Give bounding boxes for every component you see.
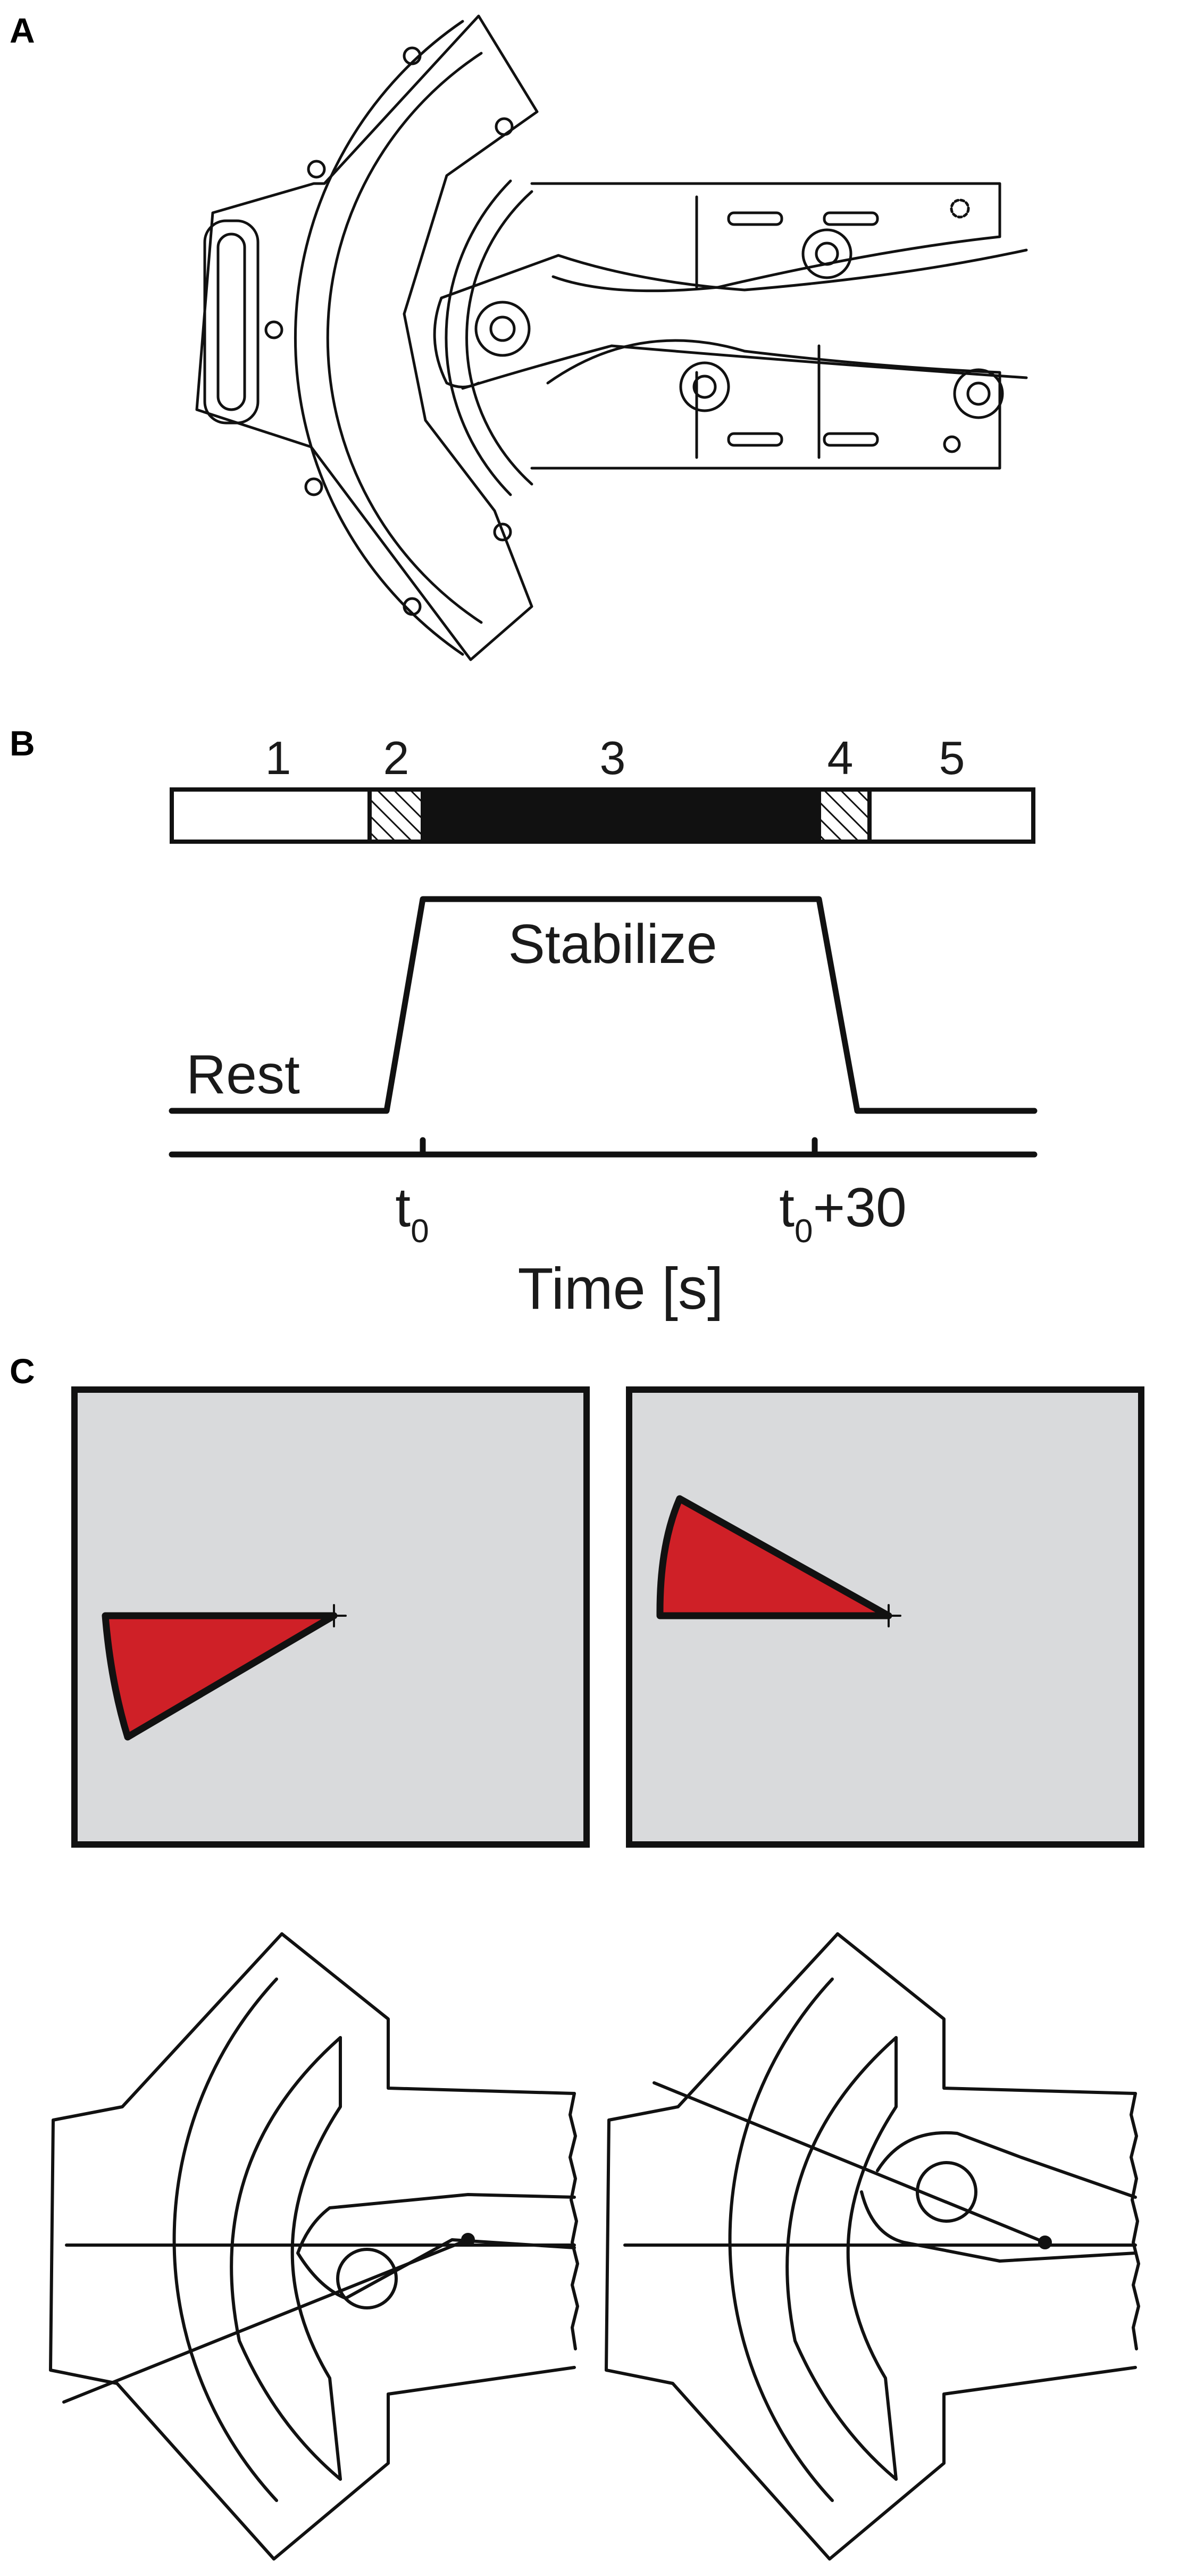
sketch-right-pointer-line bbox=[653, 2081, 1047, 2244]
time-axis-title: Time [s] bbox=[517, 1256, 723, 1322]
sketch-right-frame bbox=[605, 1932, 1137, 2561]
plate-slots bbox=[695, 195, 879, 459]
panel-c-letter: C bbox=[10, 1351, 35, 1391]
arc-screw bbox=[493, 522, 512, 542]
arc-screw bbox=[495, 117, 514, 136]
time-axis: t0 t0+30 Time [s] bbox=[169, 1137, 1038, 1322]
arc-screw bbox=[403, 597, 422, 616]
sketch-right-hand bbox=[860, 2131, 1137, 2263]
arc-band-inner bbox=[445, 179, 512, 496]
phase-bar: 1 2 3 4 5 bbox=[170, 732, 1035, 844]
sketch-left-pointer-line bbox=[62, 2238, 470, 2404]
sketch-left-frame-top bbox=[280, 1932, 576, 2095]
arc-band-inner2 bbox=[465, 190, 533, 486]
arc-screw bbox=[403, 46, 422, 65]
task-trace: Rest Stabilize bbox=[169, 896, 1038, 1114]
target-wedge-right bbox=[656, 1495, 892, 1619]
manipulandum-sketch-right bbox=[605, 1932, 1140, 2561]
arc-band-outer bbox=[294, 20, 464, 656]
outer-arc-frame bbox=[195, 14, 539, 661]
arc-band-mid bbox=[326, 52, 483, 624]
arc-screw bbox=[264, 320, 283, 339]
segment-5 bbox=[867, 787, 1035, 844]
sketch-right-inner-arc bbox=[785, 2036, 898, 2481]
manipulandum-sketch-left bbox=[49, 1932, 579, 2561]
arc-screw bbox=[304, 477, 323, 496]
sketch-right-knob bbox=[916, 2161, 977, 2223]
segment-1-label: 1 bbox=[265, 732, 291, 784]
sketch-left-pivot bbox=[461, 2233, 475, 2247]
sketch-right-pivot bbox=[1038, 2236, 1052, 2249]
tick-label-t0: t0 bbox=[395, 1177, 429, 1250]
hand-outline-lower bbox=[461, 344, 1028, 390]
target-wedge-left bbox=[102, 1612, 338, 1741]
stabilize-label: Stabilize bbox=[508, 913, 717, 975]
screen-right bbox=[626, 1386, 1144, 1848]
crosshair-right bbox=[877, 1604, 901, 1627]
knobs bbox=[474, 198, 1004, 453]
crosshair-left bbox=[322, 1604, 347, 1627]
sketch-right-cut-edge bbox=[1130, 2092, 1140, 2350]
sketch-left-knob bbox=[336, 2248, 398, 2309]
sketch-right-frame-top bbox=[836, 1932, 1137, 2095]
panel-a-letter: A bbox=[10, 11, 35, 50]
rest-label: Rest bbox=[186, 1044, 300, 1106]
sketch-left-cut-edge bbox=[568, 2092, 579, 2350]
handle-slot-inner bbox=[216, 232, 246, 411]
segment-2 bbox=[367, 787, 425, 844]
handle-slot bbox=[203, 219, 260, 425]
segment-4 bbox=[817, 787, 872, 844]
segment-3 bbox=[421, 787, 821, 844]
segment-3-label: 3 bbox=[600, 732, 626, 784]
sketch-right-arc-edge bbox=[846, 2036, 898, 2481]
segment-4-label: 4 bbox=[827, 732, 854, 784]
sketch-left-inner-arc bbox=[230, 2036, 342, 2481]
arc-screw bbox=[307, 160, 326, 179]
screen-left bbox=[71, 1386, 590, 1848]
lower-arm-plate bbox=[530, 339, 1001, 470]
panel-a-manipulandum-drawing bbox=[195, 14, 1028, 661]
tick-label-t0-plus-30: t0+30 bbox=[779, 1177, 907, 1250]
hand-palm bbox=[433, 296, 480, 388]
segment-2-label: 2 bbox=[383, 732, 409, 784]
upper-arm-plate bbox=[530, 182, 1001, 293]
segment-5-label: 5 bbox=[939, 732, 965, 784]
segment-1 bbox=[170, 787, 372, 844]
sketch-left-frame bbox=[49, 1932, 576, 2561]
panel-b-letter: B bbox=[10, 724, 35, 763]
hand-outline bbox=[440, 248, 1028, 300]
sketch-left-outer-arc bbox=[172, 1977, 278, 2502]
trace-line bbox=[169, 896, 1038, 1114]
sketch-right-outer-arc bbox=[728, 1977, 834, 2502]
